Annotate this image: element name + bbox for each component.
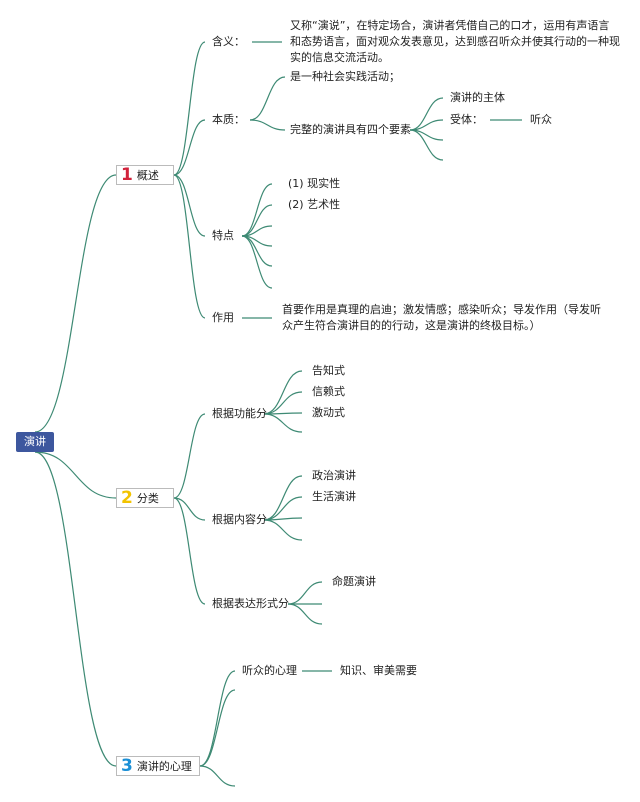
type-trust: 信赖式 — [312, 385, 345, 398]
element-subject: 演讲的主体 — [450, 91, 505, 104]
connector — [241, 183, 273, 237]
function-text: 首要作用是真理的启迪；激发情感；感染听众；导发作用（导发听众产生符合演讲目的的行… — [282, 303, 601, 332]
root-node[interactable]: 演讲 — [16, 432, 54, 452]
connector — [287, 603, 323, 625]
type-inspire: 激动式 — [312, 406, 345, 419]
connector — [263, 370, 303, 415]
audience-needs: 知识、审美需要 — [340, 664, 417, 677]
root-to-psychology — [34, 451, 117, 767]
connector — [199, 689, 236, 767]
node-features[interactable]: 特点 — [212, 229, 234, 242]
branch-number-3: 3 — [121, 756, 133, 776]
feature-artistry: (2) 艺术性 — [288, 198, 341, 211]
node-meaning[interactable]: 含义： — [212, 35, 245, 48]
type-political: 政治演讲 — [312, 469, 356, 482]
connector — [263, 391, 303, 415]
connector — [173, 174, 206, 319]
root-to-classification — [34, 451, 117, 499]
branch-number-2: 2 — [121, 488, 133, 508]
branch-classification[interactable]: 2 分类 — [116, 488, 174, 508]
connector — [409, 129, 444, 161]
element-receiver-value: 听众 — [530, 113, 552, 126]
branch-psychology[interactable]: 3 演讲的心理 — [116, 756, 200, 776]
node-audience-psychology[interactable]: 听众的心理 — [242, 664, 297, 677]
type-inform: 告知式 — [312, 364, 345, 377]
connector — [173, 119, 206, 176]
connector — [173, 413, 206, 499]
branch-label-psychology: 演讲的心理 — [136, 760, 192, 773]
type-life: 生活演讲 — [312, 490, 356, 503]
node-by-form[interactable]: 根据表达形式分 — [212, 597, 289, 610]
type-topic: 命题演讲 — [332, 575, 376, 588]
connector — [263, 413, 303, 433]
connector — [263, 496, 303, 521]
node-function[interactable]: 作用 — [212, 311, 234, 324]
connector — [241, 235, 273, 289]
branch-label-classification: 分类 — [136, 492, 159, 505]
connector — [287, 581, 323, 605]
connector — [249, 119, 286, 131]
connector — [199, 670, 236, 767]
essence-item-2[interactable]: 完整的演讲具有四个要素 — [290, 123, 411, 136]
branch-number-1: 1 — [121, 165, 133, 185]
connector — [263, 519, 303, 541]
branch-label-overview: 概述 — [136, 169, 159, 182]
connector — [249, 76, 286, 121]
essence-item-1: 是一种社会实践活动； — [290, 70, 400, 83]
branch-overview[interactable]: 1 概述 — [116, 165, 174, 185]
root-to-overview — [34, 174, 117, 433]
element-receiver: 受体： — [450, 113, 483, 126]
connector — [241, 204, 273, 237]
connector — [173, 41, 206, 176]
node-by-function[interactable]: 根据功能分 — [212, 407, 267, 420]
connector — [173, 174, 206, 237]
node-essence[interactable]: 本质： — [212, 113, 245, 126]
connector — [199, 765, 236, 787]
feature-reality: (1) 现实性 — [288, 177, 341, 190]
connector — [173, 497, 206, 605]
node-by-content[interactable]: 根据内容分 — [212, 513, 267, 526]
meaning-text: 又称“演说”，在特定场合，演讲者凭借自己的口才，运用有声语言和态势语言，面对观众… — [290, 19, 620, 64]
connector — [173, 497, 206, 521]
